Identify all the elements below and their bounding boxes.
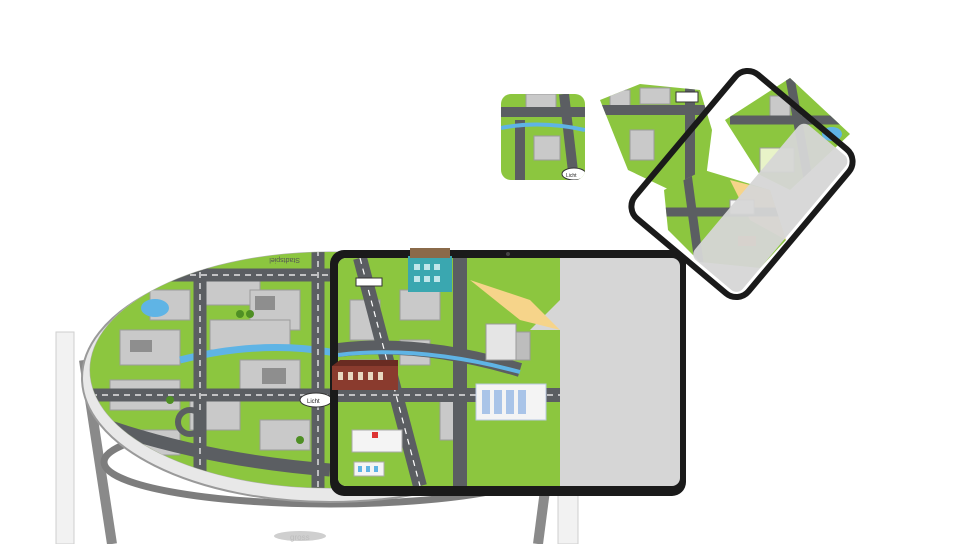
svg-text:Licht: Licht [307, 399, 320, 405]
ar-building-red-factory [332, 360, 398, 390]
ar-building-hospital [475, 383, 547, 421]
table-rim-label: Stadtspiel [269, 256, 300, 263]
map-tile-1: Licht [501, 94, 585, 180]
tablet-device [330, 248, 686, 496]
tile-location-marker: Licht [566, 173, 577, 179]
footer-text: gross [290, 533, 310, 542]
ar-building-gray-block [485, 323, 531, 361]
table-location-marker: Licht [299, 392, 333, 408]
ar-building-tower [408, 248, 452, 292]
ar-bus [355, 277, 383, 287]
ar-building-small-shop [353, 461, 385, 477]
phone-device [628, 67, 856, 301]
ar-building-clinic [351, 429, 403, 453]
